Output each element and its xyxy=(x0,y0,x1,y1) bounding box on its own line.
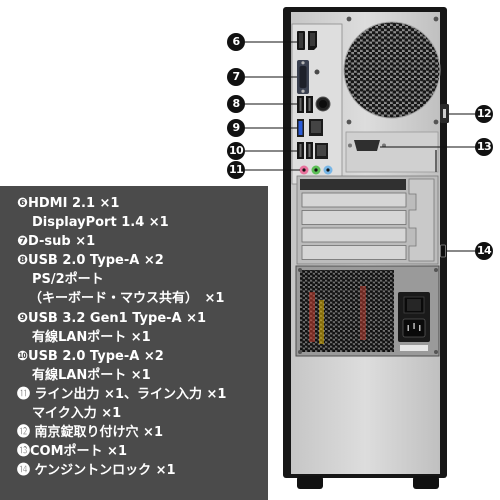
slot-cover xyxy=(301,210,407,225)
callout-6: 6 xyxy=(227,33,245,51)
callout-11: 11 xyxy=(227,161,245,179)
fan-screw xyxy=(346,16,352,22)
legend-line: ❽USB 2.0 Type-A ×2 xyxy=(17,253,164,269)
fan-grille-rim xyxy=(343,21,441,119)
io-shield xyxy=(291,23,343,185)
com-port-bracket xyxy=(345,131,439,173)
legend-line: ❼D-sub ×1 xyxy=(17,234,96,250)
callout-number: 13 xyxy=(476,140,492,153)
fan-screw xyxy=(346,119,352,125)
kensington-lock-slot xyxy=(440,244,446,258)
legend-line: ❿USB 2.0 Type-A ×2 xyxy=(17,348,164,364)
callout-number: 11 xyxy=(228,163,244,176)
legend-line: ⓮ ケンジントンロック ×1 xyxy=(17,463,176,479)
legend-item-12: ⓬ 南京錠取り付け穴 ×1 xyxy=(0,423,268,442)
case-foot xyxy=(413,476,439,489)
usb3-tongue xyxy=(298,121,303,135)
legend-item-6: ❻HDMI 2.1 ×1 DisplayPort 1.4 ×1 xyxy=(0,194,268,232)
legend-line: DisplayPort 1.4 ×1 xyxy=(32,215,169,231)
callout-10: 10 xyxy=(227,142,245,160)
legend-item-10: ❿USB 2.0 Type-A ×2 有線LANポート ×1 xyxy=(0,347,268,385)
com-screw xyxy=(348,143,352,148)
legend-item-7: ❼D-sub ×1 xyxy=(0,232,268,251)
case-foot xyxy=(297,476,323,489)
callout-number: 8 xyxy=(232,97,240,110)
psu-screw xyxy=(434,268,438,272)
legend-line: 有線LANポート ×1 xyxy=(32,329,151,345)
legend-item-11: ⓫ ライン出力 ×1、ライン入力 ×1 マイク入力 ×1 xyxy=(0,385,268,423)
port-symbol xyxy=(314,69,320,75)
hdmi-port xyxy=(297,31,305,50)
psu-screw xyxy=(298,350,302,354)
callout-number: 6 xyxy=(232,35,240,48)
port-legend: ❻HDMI 2.1 ×1 DisplayPort 1.4 ×1 ❼D-sub ×… xyxy=(0,186,268,500)
fan-grille-holes xyxy=(344,22,440,118)
lan-port-lower xyxy=(315,143,328,159)
slot-bracket xyxy=(408,178,435,262)
displayport-port xyxy=(308,31,317,50)
callout-13: 13 xyxy=(475,138,493,156)
callout-14: 14 xyxy=(475,242,493,260)
legend-line: マイク入力 ×1 xyxy=(32,406,122,422)
callout-number: 9 xyxy=(232,121,240,134)
psu-screw xyxy=(434,350,438,354)
fan-grille xyxy=(343,16,441,125)
legend-line: ⓫ ライン出力 ×1、ライン入力 ×1 xyxy=(17,386,227,402)
dsub-screw xyxy=(301,89,305,93)
slot-cover xyxy=(301,192,407,208)
psu-wire xyxy=(309,292,315,342)
dsub-port xyxy=(297,60,320,94)
power-supply xyxy=(295,265,440,357)
legend-line: PS/2ポート xyxy=(32,272,104,288)
psu-screw xyxy=(298,268,302,272)
callout-number: 12 xyxy=(476,107,492,120)
slot-cover xyxy=(301,227,407,243)
callout-number: 14 xyxy=(476,244,492,257)
legend-item-14: ⓮ ケンジントンロック ×1 xyxy=(0,461,268,480)
fan-screw xyxy=(433,16,439,22)
psu-grille xyxy=(300,270,394,352)
legend-line: ❻HDMI 2.1 ×1 xyxy=(17,196,120,211)
expansion-slots xyxy=(296,175,439,265)
audio-jacks xyxy=(299,165,333,175)
dsub-screw xyxy=(301,61,305,65)
psu-label xyxy=(400,345,428,351)
fan-screw xyxy=(433,119,439,125)
slot-cover xyxy=(301,245,407,260)
psu-wire xyxy=(360,286,366,340)
callout-7: 7 xyxy=(227,68,245,86)
callout-number: 7 xyxy=(232,70,240,83)
slot-opening xyxy=(300,179,406,190)
psu-wire xyxy=(319,300,324,344)
lan-port-upper xyxy=(309,119,323,136)
com-port xyxy=(354,140,380,151)
usb2-ports-upper xyxy=(297,96,313,113)
callout-number: 10 xyxy=(228,144,244,157)
legend-item-13: ⓭COMポート ×1 xyxy=(0,442,268,461)
callout-8: 8 xyxy=(227,95,245,113)
ps2-port xyxy=(315,96,331,112)
padlock-loop xyxy=(440,104,449,123)
callout-lines xyxy=(245,41,475,252)
legend-line: （キーボード・マウス共有） ×1 xyxy=(29,291,225,307)
legend-item-8: ❽USB 2.0 Type-A ×2 PS/2ポート （キーボード・マウス共有）… xyxy=(0,251,268,308)
legend-line: ⓭COMポート ×1 xyxy=(17,444,127,460)
legend-line: 有線LANポート ×1 xyxy=(32,367,151,383)
usb2-ports-lower xyxy=(297,142,313,159)
usb3-port xyxy=(297,119,304,137)
legend-line: ⓬ 南京錠取り付け穴 ×1 xyxy=(17,425,163,441)
legend-line: ❾USB 3.2 Gen1 Type-A ×1 xyxy=(17,310,207,326)
callout-12: 12 xyxy=(475,105,493,123)
callout-9: 9 xyxy=(227,119,245,137)
legend-item-9: ❾USB 3.2 Gen1 Type-A ×1 有線LANポート ×1 xyxy=(0,309,268,347)
